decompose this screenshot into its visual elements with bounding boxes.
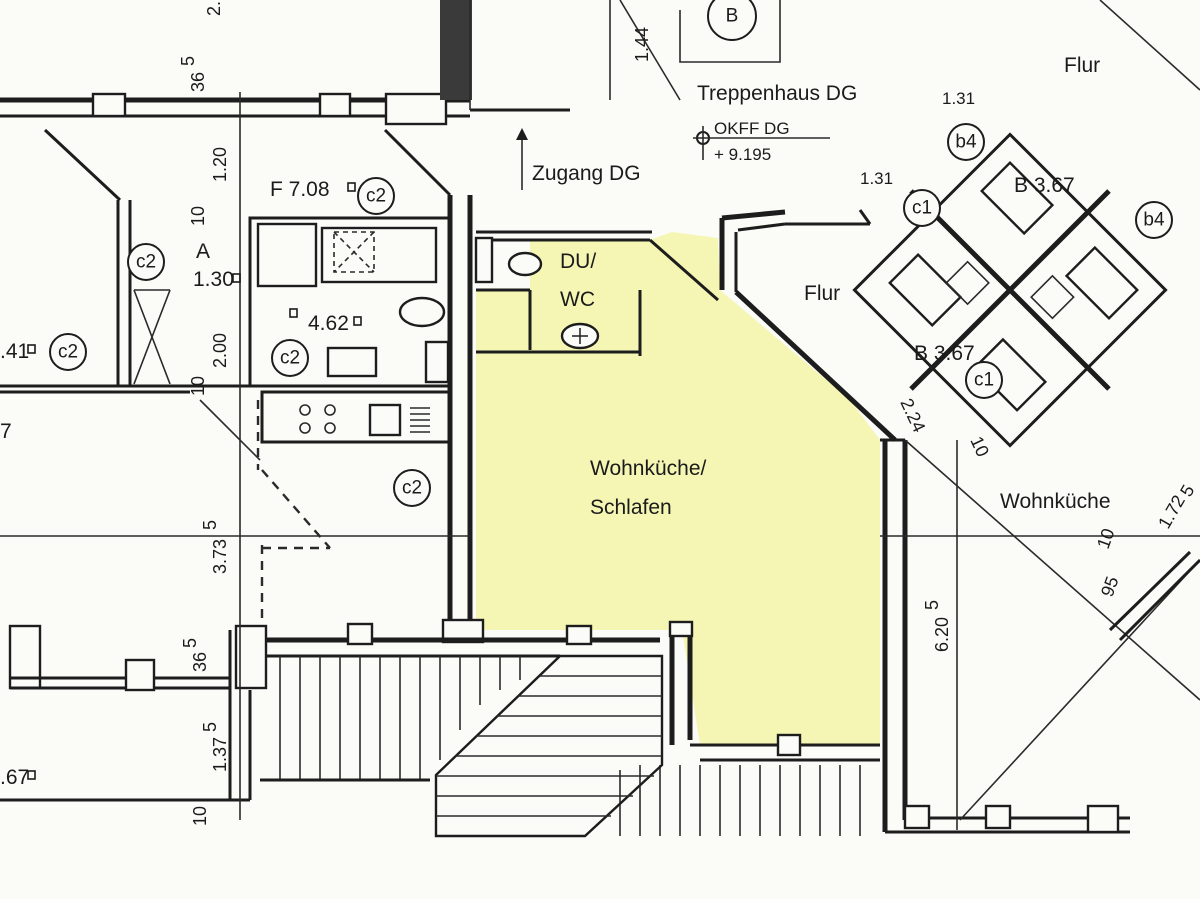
- dim-3735: 3.73: [210, 539, 230, 574]
- dim-6205: 6.20: [932, 617, 952, 652]
- dim-95: 95: [1097, 574, 1123, 600]
- room-label-entrance: Zugang DG: [532, 162, 641, 185]
- section-marker-label: B: [726, 6, 739, 27]
- shaft-cross: [133, 289, 171, 385]
- staircase: [434, 654, 664, 838]
- code-c1-lower: c1: [974, 370, 994, 391]
- dim-10-c: 10: [190, 806, 210, 826]
- unit-label-b-lower: B 3.67: [914, 342, 975, 365]
- unit-label-a-value: 1.30: [193, 268, 234, 291]
- code-circle: [903, 189, 941, 227]
- code-c2-kitchen: c2: [402, 478, 422, 499]
- dim-365-bot-sup: 5: [180, 638, 200, 648]
- dim-1725: 1.72: [1154, 492, 1189, 532]
- dim-6205-sup: 5: [922, 600, 942, 610]
- dim-200: 2.00: [210, 333, 230, 368]
- code-circle: [357, 177, 395, 215]
- dim-224: 2.24: [896, 395, 929, 435]
- room-label-bath: DU/: [560, 250, 596, 273]
- room-label-kitchen-right: Wohnküche: [1000, 490, 1111, 513]
- unit-label-b-upper: B 3.67: [1014, 174, 1075, 197]
- unit-label-67: .67: [0, 766, 29, 789]
- code-circle: [947, 123, 985, 161]
- unit-label-7: 7: [0, 420, 12, 443]
- code-c2-top: c2: [366, 186, 386, 207]
- code-c2-far-left: c2: [58, 342, 78, 363]
- code-circle: [1135, 201, 1173, 239]
- unit-label-131: 1.31: [860, 169, 893, 188]
- code-b4-right: b4: [1143, 210, 1165, 231]
- unit-label-a: A: [196, 240, 210, 263]
- dim-10-b: 10: [188, 376, 208, 396]
- dim-1375: 1.37: [210, 737, 230, 772]
- room-label-main: Wohnküche/: [590, 457, 707, 480]
- code-circle: [127, 243, 165, 281]
- walls: [0, 0, 1200, 834]
- elevation-marker-icon: [693, 126, 830, 160]
- code-c2-left: c2: [136, 252, 156, 273]
- dim-365-bot: 36: [190, 652, 210, 672]
- room-label-main-line2: Schlafen: [590, 496, 672, 519]
- dim-144: 1.44: [632, 27, 652, 62]
- code-c2-mid: c2: [280, 348, 300, 369]
- code-b4-upper: b4: [955, 132, 977, 153]
- dim-365-top-sup: 5: [178, 56, 198, 66]
- dim-10-d: 10: [966, 433, 993, 460]
- unit-label-f: F 7.08: [270, 178, 330, 201]
- dim-10-e: 10: [1093, 526, 1119, 552]
- dim-2: 2.: [204, 1, 224, 16]
- unit-label-area-small: 4.62: [308, 312, 349, 335]
- dim-120: 1.20: [210, 147, 230, 182]
- entrance-arrow-icon: [516, 128, 528, 190]
- room-label-stairs: Treppenhaus DG: [697, 82, 857, 105]
- elevation-label: OKFF DG: [714, 119, 790, 138]
- unit-label-131-top: 1.31: [942, 89, 975, 108]
- room-label-bath-line2: WC: [560, 288, 595, 311]
- code-circle: [271, 339, 309, 377]
- dim-10-a: 10: [188, 206, 208, 226]
- unit-label-41: .41: [0, 340, 29, 363]
- dim-365-top: 36: [188, 72, 208, 92]
- dim-3735-sup: 5: [200, 520, 220, 530]
- highlighted-apartment-area: [476, 232, 880, 745]
- code-circle: [393, 469, 431, 507]
- room-label-hall-top-right: Flur: [1064, 54, 1100, 77]
- rotated-unit-block: [852, 132, 1168, 448]
- elevation-value: + 9.195: [714, 145, 771, 164]
- room-label-hall: Flur: [804, 282, 840, 305]
- dim-1375-sup: 5: [200, 722, 220, 732]
- section-marker-b: [707, 0, 757, 41]
- code-c1-upper: c1: [912, 198, 932, 219]
- code-circle: [49, 333, 87, 371]
- code-circle: [965, 361, 1003, 399]
- stove-icon: [299, 404, 336, 434]
